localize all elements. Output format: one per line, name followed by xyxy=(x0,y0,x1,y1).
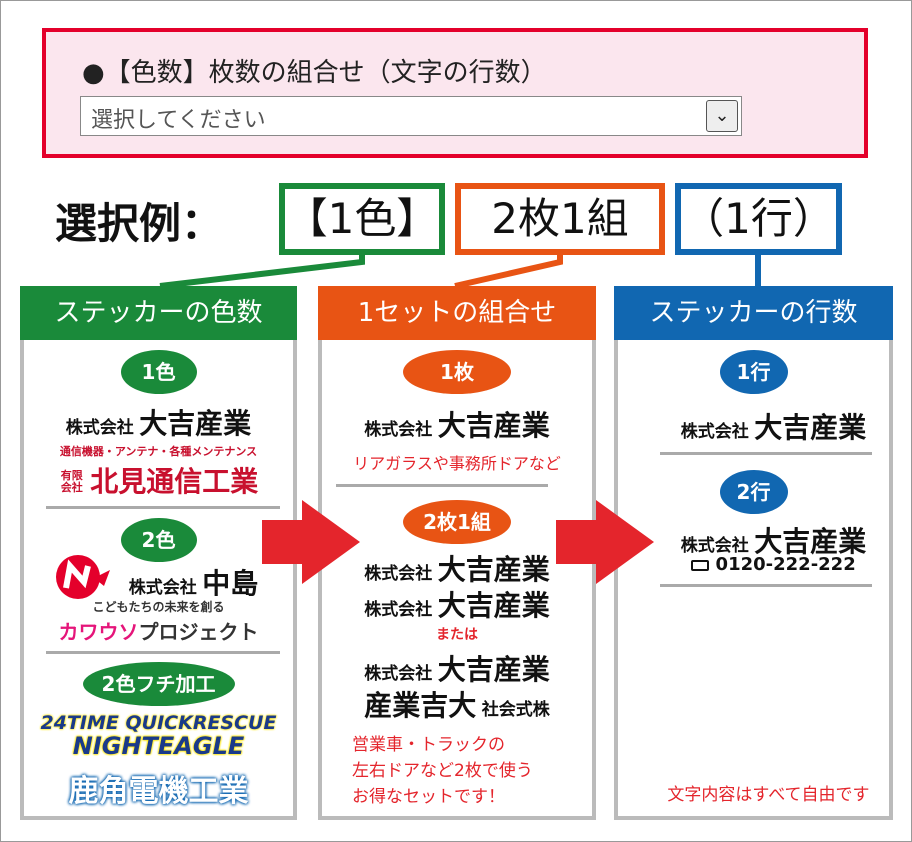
badge-2color: 2色 xyxy=(120,518,197,562)
company-large: 大吉産業 xyxy=(437,553,550,586)
company-large: 大吉産業 xyxy=(754,411,867,444)
company-small: 株式会社 xyxy=(65,418,134,438)
sample-2sheet-reversed: 産業吉大 社会式株 xyxy=(322,684,592,724)
badge-2sheet-set: 2枚1組 xyxy=(403,500,511,544)
kazuno-name: 鹿角電機工業 xyxy=(68,774,249,809)
or-text: または xyxy=(436,627,478,643)
header-set-combination: 1セットの組合せ xyxy=(318,286,596,340)
connector-lines xyxy=(159,255,761,289)
tagline: こどもたちの未来を創る xyxy=(92,600,225,614)
company-small: 社会式株 xyxy=(481,700,550,720)
nakajima-logo-icon xyxy=(56,555,110,599)
company-small: 株式会社 xyxy=(364,600,433,620)
sample-1line: 株式会社 大吉産業 xyxy=(658,406,889,446)
column-color-count: 1色 株式会社 大吉産業 通信機器・アンテナ・各種メンテナンス 有限会社 北見通… xyxy=(20,340,297,820)
project-name: カワウソプロジェクト xyxy=(24,616,293,645)
badge-2line: 2行 xyxy=(719,470,788,514)
example-lines: （1行） xyxy=(675,183,842,255)
sample-2sheet-b: 株式会社 大吉産業 xyxy=(322,584,592,624)
sample-2line: 株式会社 大吉産業 xyxy=(658,520,889,560)
sample-2sheet-a: 株式会社 大吉産業 xyxy=(322,548,592,588)
badge-2color-edge: 2色フチ加工 xyxy=(82,662,235,706)
divider xyxy=(660,452,872,455)
company-large: 大吉産業 xyxy=(437,653,550,686)
chevron-down-icon[interactable]: ⌄ xyxy=(706,100,738,132)
arrow-right-icon xyxy=(262,500,360,584)
header-color-count: ステッカーの色数 xyxy=(20,286,297,340)
badge-1color: 1色 xyxy=(120,350,197,394)
note-line: 左右ドアなど2枚で使う xyxy=(352,761,533,781)
phone-line: 0120-222-222 xyxy=(658,554,889,575)
note-2sheet: 営業車・トラックの 左右ドアなど2枚で使う お得なセットです！ xyxy=(352,732,592,810)
company-small: 株式会社 xyxy=(680,422,749,442)
example-label: 選択例： xyxy=(55,199,224,248)
example-set: 2枚1組 xyxy=(455,183,665,255)
prefix: 有限会社 xyxy=(60,469,83,494)
divider xyxy=(46,651,280,654)
company-large: 大吉産業 xyxy=(437,409,550,442)
select-value: 選択してください xyxy=(91,108,266,133)
company-large: 大吉産業 xyxy=(139,407,252,440)
divider xyxy=(660,584,872,587)
sample-1color: 株式会社 大吉産業 xyxy=(24,402,293,442)
badge-1line: 1行 xyxy=(719,350,788,394)
combination-select[interactable]: 選択してください ⌄ xyxy=(80,96,742,136)
note-line: 営業車・トラックの xyxy=(352,735,505,755)
footer-note: 文字内容はすべて自由です xyxy=(667,785,870,805)
header-line-count: ステッカーの行数 xyxy=(614,286,893,340)
arrow-right-icon xyxy=(556,500,654,584)
company-small: 株式会社 xyxy=(364,564,433,584)
company-large: 中島 xyxy=(202,567,259,600)
name: 北見通信工業 xyxy=(90,465,259,498)
sample-kitami: 有限会社 北見通信工業 xyxy=(24,460,293,500)
company-small: 株式会社 xyxy=(364,664,433,684)
sample-1sheet: 株式会社 大吉産業 xyxy=(322,404,592,444)
badge-1sheet: 1枚 xyxy=(403,350,511,394)
nighteagle-line1: 24TIME QUICKRESCUE xyxy=(40,712,277,734)
note-line: お得なセットです！ xyxy=(352,787,505,807)
sub-text: 通信機器・アンテナ・各種メンテナンス xyxy=(59,445,258,458)
company-small: 株式会社 xyxy=(364,420,433,440)
company-large: 産業吉大 xyxy=(364,689,477,722)
project-b: プロジェクト xyxy=(138,620,259,644)
freedial-icon xyxy=(691,559,710,571)
note-1sheet: リアガラスや事務所ドアなど xyxy=(353,454,561,473)
company-small: 株式会社 xyxy=(128,578,197,598)
project-a: カワウソ xyxy=(58,620,139,644)
company-large: 大吉産業 xyxy=(754,525,867,558)
option-panel: ●【色数】枚数の組合せ（文字の行数） 選択してください ⌄ xyxy=(42,28,868,158)
example-color: 【1色】 xyxy=(279,183,445,255)
column-set-combination: 1枚 株式会社 大吉産業 リアガラスや事務所ドアなど 2枚1組 株式会社 大吉産… xyxy=(318,340,596,820)
option-label: ●【色数】枚数の組合せ（文字の行数） xyxy=(82,58,547,88)
company-large: 大吉産業 xyxy=(437,589,550,622)
divider xyxy=(46,506,280,509)
divider xyxy=(336,484,548,487)
sample-2sheet-c: 株式会社 大吉産業 xyxy=(322,648,592,688)
phone-number: 0120-222-222 xyxy=(715,554,856,575)
company-small: 株式会社 xyxy=(680,536,749,556)
sample-nakajima: 株式会社 中島 xyxy=(94,562,293,602)
nighteagle-line2: NIGHTEAGLE xyxy=(72,732,245,760)
column-line-count: 1行 株式会社 大吉産業 2行 株式会社 大吉産業 0120-222-222 文… xyxy=(614,340,893,820)
